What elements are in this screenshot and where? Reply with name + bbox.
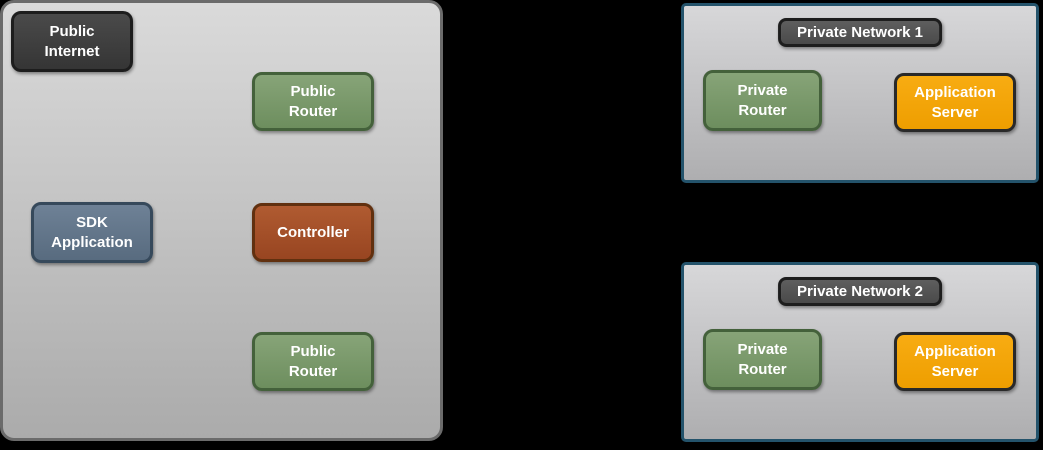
- node-public-router-top-label: Public Router: [288, 82, 338, 120]
- node-public-router-top: Public Router: [252, 72, 374, 131]
- node-public-internet-label: Public Internet: [44, 22, 100, 60]
- private-network-1-title: Private Network 1: [778, 18, 942, 47]
- node-application-server-1: Application Server: [894, 73, 1016, 132]
- node-public-router-bottom: Public Router: [252, 332, 374, 391]
- node-private-router-1: Private Router: [703, 70, 822, 131]
- node-application-server-2: Application Server: [894, 332, 1016, 391]
- node-application-server-1-label: Application Server: [914, 83, 996, 121]
- node-public-internet: Public Internet: [11, 11, 133, 72]
- node-public-router-bottom-label: Public Router: [288, 342, 338, 380]
- public-zone-container: Public Internet Public Router SDK Applic…: [0, 0, 443, 441]
- private-network-1-container: Private Network 1 Private Router Applica…: [681, 3, 1039, 183]
- node-controller-label: Controller: [277, 223, 349, 241]
- node-sdk-application-label: SDK Application: [51, 213, 133, 251]
- private-network-2-title: Private Network 2: [778, 277, 942, 306]
- private-network-2-container: Private Network 2 Private Router Applica…: [681, 262, 1039, 442]
- node-private-router-1-label: Private Router: [737, 81, 788, 119]
- node-private-router-2-label: Private Router: [737, 340, 788, 378]
- node-private-router-2: Private Router: [703, 329, 822, 390]
- node-application-server-2-label: Application Server: [914, 342, 996, 380]
- node-controller: Controller: [252, 203, 374, 262]
- node-sdk-application: SDK Application: [31, 202, 153, 263]
- private-network-2-title-label: Private Network 2: [797, 283, 923, 300]
- private-network-1-title-label: Private Network 1: [797, 24, 923, 41]
